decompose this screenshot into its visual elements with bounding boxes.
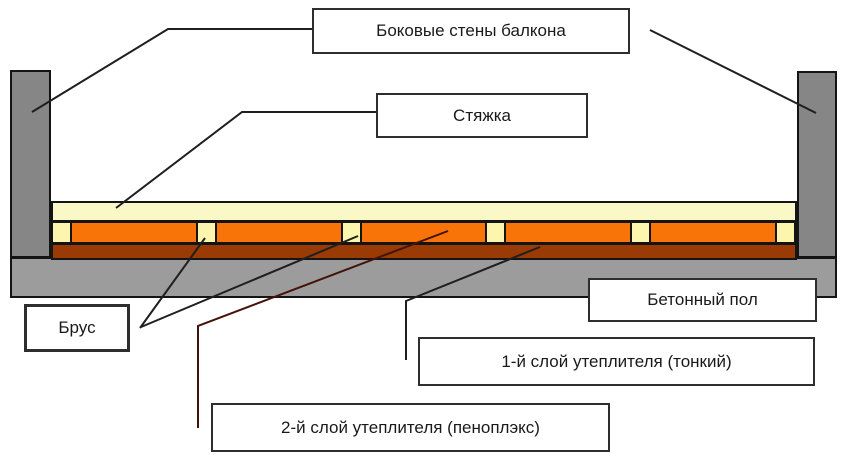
label-beam-text: Брус <box>58 318 96 337</box>
leader-beam-1 <box>139 237 206 329</box>
leader-screed <box>115 111 376 209</box>
label-insulation-layer2: 2-й слой утеплителя (пеноплэкс) <box>211 403 610 452</box>
screed-layer-shape <box>51 201 797 222</box>
label-insulation-layer2-text: 2-й слой утеплителя (пеноплэкс) <box>281 417 540 437</box>
beam-block <box>485 221 506 244</box>
leader-insulation-layer2 <box>197 230 449 428</box>
label-side-walls-text: Боковые стены балкона <box>376 21 566 40</box>
label-screed-text: Стяжка <box>453 105 511 125</box>
label-concrete-floor-text: Бетонный пол <box>647 290 758 309</box>
insulation-layer1-shape <box>51 243 797 260</box>
label-insulation-layer1: 1-й слой утеплителя (тонкий) <box>418 337 815 386</box>
label-side-walls: Боковые стены балкона <box>312 8 630 54</box>
label-concrete-floor: Бетонный пол <box>588 278 817 322</box>
beam-block <box>51 221 72 244</box>
leader-insulation-layer1 <box>405 246 541 360</box>
label-screed: Стяжка <box>376 93 588 138</box>
label-insulation-layer1-text: 1-й слой утеплителя (тонкий) <box>501 351 732 371</box>
leader-beam-2 <box>140 235 359 328</box>
leader-side-walls-left <box>31 28 312 113</box>
beam-block <box>341 221 362 244</box>
beam-block <box>775 221 796 244</box>
beam-block <box>630 221 651 244</box>
left-balcony-wall-shape <box>10 70 51 258</box>
beam-block <box>196 221 217 244</box>
label-beam: Брус <box>24 304 130 352</box>
right-balcony-wall-shape <box>797 71 837 258</box>
leader-side-walls-right <box>649 29 817 114</box>
